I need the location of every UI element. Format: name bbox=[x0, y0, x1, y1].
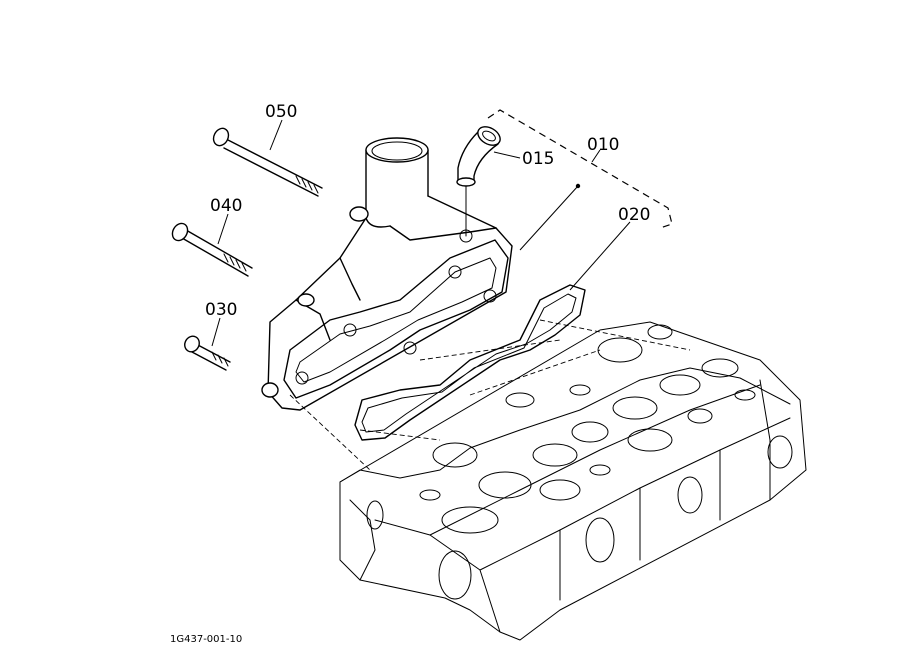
label-015: 015 bbox=[522, 149, 554, 169]
label-030: 030 bbox=[205, 300, 237, 320]
assembly-bracket-010 bbox=[487, 109, 673, 229]
label-020: 020 bbox=[618, 205, 650, 225]
leader-lines bbox=[211, 119, 631, 347]
elbow-pipe bbox=[456, 126, 501, 237]
gasket bbox=[354, 284, 586, 441]
projection-lines bbox=[289, 319, 691, 471]
bolt-030 bbox=[184, 335, 231, 371]
bolt-050 bbox=[212, 127, 323, 197]
label-040: 040 bbox=[210, 196, 242, 216]
water-flange bbox=[261, 137, 513, 411]
label-010: 010 bbox=[587, 135, 619, 155]
cylinder-head bbox=[339, 321, 807, 641]
bolt-040 bbox=[171, 222, 253, 277]
drawing-reference-number: 1G437-001-10 bbox=[170, 634, 242, 645]
label-050: 050 bbox=[265, 102, 297, 122]
